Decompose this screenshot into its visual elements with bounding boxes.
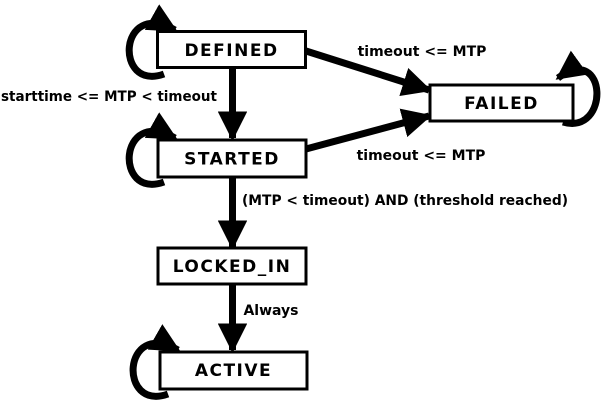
label-started-to-failed: timeout <= MTP [357,148,486,164]
state-defined-label: DEFINED [184,41,278,61]
state-locked-in-label: LOCKED_IN [173,257,292,277]
label-defined-to-failed: timeout <= MTP [358,44,487,60]
state-defined-box [156,30,307,69]
state-started-box [156,138,308,179]
transition-labels: starttime <= MTP < timeout timeout <= MT… [1,44,568,319]
state-failed-box [428,83,575,123]
state-started-label: STARTED [184,150,280,170]
arrow-started-to-failed [305,108,432,153]
state-defined: DEFINED [156,30,307,69]
label-lockedin-to-active: Always [243,303,298,319]
label-defined-to-started: starttime <= MTP < timeout [1,89,217,105]
state-active: ACTIVE [158,350,309,391]
state-failed-label: FAILED [464,94,539,114]
self-loop-arrow-started [125,112,178,188]
self-loop-arrow-defined [125,4,178,80]
state-nodes: DEFINED STARTED FAILED LOCKED_IN ACTIVE [156,30,575,391]
state-active-box [158,350,309,391]
state-started: STARTED [156,138,308,179]
self-loop-arrow-active [129,324,181,400]
arrow-defined-to-failed [304,47,432,97]
label-started-to-lockedin: (MTP < timeout) AND (threshold reached) [242,193,568,209]
state-failed: FAILED [428,83,575,123]
state-active-label: ACTIVE [195,361,272,381]
self-loop-arrow-failed [555,50,601,127]
state-locked-in: LOCKED_IN [156,246,308,286]
transition-edges [125,4,601,400]
state-locked-in-box [156,246,308,286]
